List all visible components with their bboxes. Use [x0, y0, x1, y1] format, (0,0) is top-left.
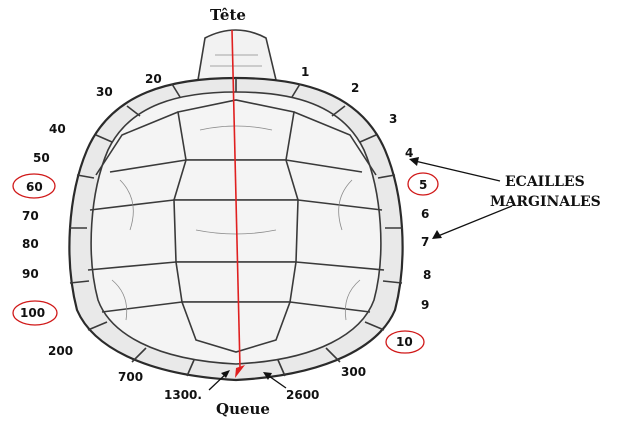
marginal-number: 3 [389, 112, 397, 126]
vertebral-scutes [172, 99, 300, 353]
bottom-numbers: 1300. 2600 [164, 370, 319, 402]
right-marginal-numbers: 1 2 3 4 5 6 7 8 9 10 300 [301, 65, 431, 379]
marginal-number: 300 [341, 365, 366, 379]
marginal-number: 1 [301, 65, 309, 79]
marginal-number: 8 [423, 268, 431, 282]
turtle-head [197, 29, 278, 81]
highlight-circle-5 [407, 172, 439, 196]
marginal-number: 700 [118, 370, 143, 384]
highlight-circle-10 [385, 330, 425, 354]
tail-label: Queue [216, 400, 270, 418]
marginal-scutes-annotation: ECAILLES MARGINALES [409, 157, 601, 239]
highlight-circle-60 [12, 173, 56, 199]
costal-scutes [87, 111, 385, 321]
marginal-number: 5 [419, 178, 427, 192]
annotation-line-2: MARGINALES [490, 194, 601, 210]
marginal-number: 30 [96, 85, 113, 99]
highlight-circle-100 [12, 300, 58, 326]
marginal-number: 10 [396, 335, 413, 349]
marginal-number: 70 [22, 209, 39, 223]
bottom-number-left: 1300. [164, 388, 202, 402]
marginal-number: 60 [26, 180, 43, 194]
head-label: Tête [210, 6, 246, 24]
marginal-number: 90 [22, 267, 39, 281]
marginal-number: 7 [421, 235, 429, 249]
marginal-number: 20 [145, 72, 162, 86]
marginal-number: 80 [22, 237, 39, 251]
left-marginal-numbers: 30 20 40 50 60 70 80 90 100 200 700 [20, 72, 162, 384]
marginal-number: 40 [49, 122, 66, 136]
head-tail-axis-arrow [231, 29, 245, 378]
highlight-circles [12, 172, 439, 354]
marginal-number: 4 [405, 146, 413, 160]
marginal-number: 50 [33, 151, 50, 165]
marginal-number: 100 [20, 306, 45, 320]
annotation-line-1: ECAILLES [505, 174, 585, 190]
bottom-number-right: 2600 [286, 388, 319, 402]
marginal-number: 6 [421, 207, 429, 221]
marginal-number: 9 [421, 298, 429, 312]
marginal-number: 2 [351, 81, 359, 95]
marginal-number: 200 [48, 344, 73, 358]
